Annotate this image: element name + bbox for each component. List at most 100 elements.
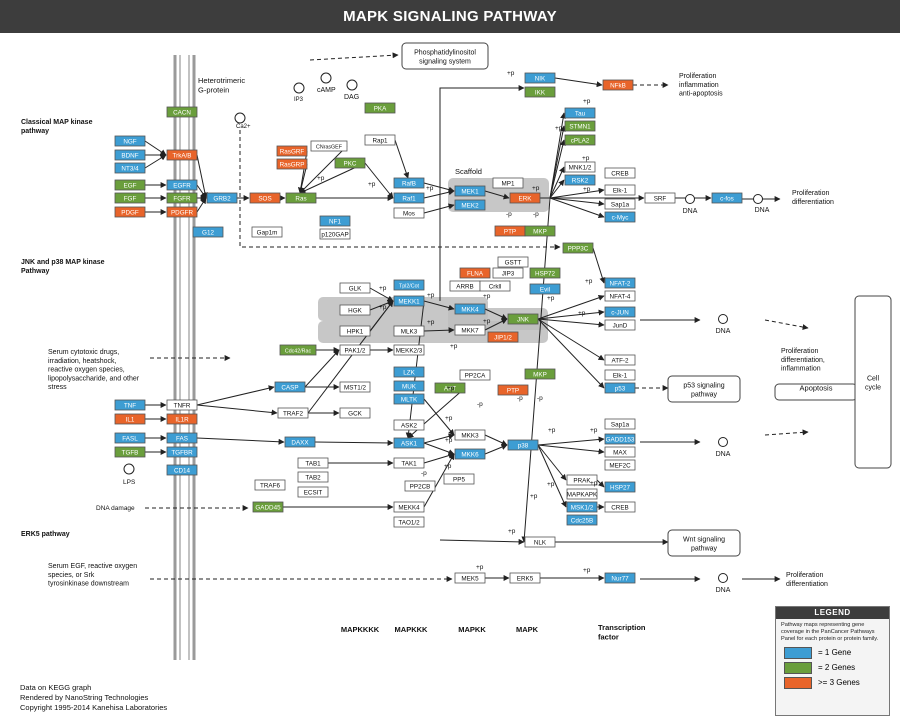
gene-node-hsp27[interactable]: HSP27 (604, 481, 636, 493)
gene-node-cmyc[interactable]: c-Myc (604, 211, 636, 223)
gene-node-tgfb[interactable]: TGFB (114, 446, 146, 458)
gene-node-p53[interactable]: p53 (604, 382, 636, 394)
gene-node-traf6[interactable]: TRAF6 (254, 479, 286, 491)
gene-node-tak1[interactable]: TAK1 (393, 457, 425, 469)
gene-node-tgfbr[interactable]: TGFBR (166, 446, 198, 458)
gene-node-grb2[interactable]: GRB2 (206, 192, 238, 204)
gene-node-tao12[interactable]: TAO1/2 (393, 516, 425, 528)
gene-node-gstt[interactable]: GSTT (497, 256, 529, 268)
gene-node-erk5[interactable]: ERK5 (509, 572, 541, 584)
gene-node-cfos[interactable]: c-fos (711, 192, 743, 204)
gene-node-crkll[interactable]: Crkll (479, 280, 511, 292)
gene-node-elk1-b[interactable]: Elk-1 (604, 369, 636, 381)
gene-node-tpl2cot[interactable]: Tpl2/Cot (393, 279, 425, 291)
gene-node-mek5[interactable]: MEK5 (454, 572, 486, 584)
gene-node-mkp-b[interactable]: MKP (524, 368, 556, 380)
gene-node-mek1[interactable]: MEK1 (454, 185, 486, 197)
gene-node-mekk23[interactable]: MEKK2/3 (393, 344, 425, 356)
gene-node-ptp-b[interactable]: PTP (497, 384, 529, 396)
gene-node-il1[interactable]: IL1 (114, 413, 146, 425)
gene-node-mst12[interactable]: MST1/2 (339, 381, 371, 393)
gene-node-mp1[interactable]: MP1 (492, 177, 524, 189)
gene-node-pka[interactable]: PKA (364, 102, 396, 114)
gene-node-glk[interactable]: GLK (339, 282, 371, 294)
gene-node-max[interactable]: MAX (604, 446, 636, 458)
gene-node-atf2[interactable]: ATF-2 (604, 354, 636, 366)
gene-node-mapkapk[interactable]: MAPKAPK (566, 488, 598, 500)
gene-node-cacn[interactable]: CACN (166, 106, 198, 118)
gene-node-erk[interactable]: ERK (509, 192, 541, 204)
gene-node-gck[interactable]: GCK (339, 407, 371, 419)
gene-node-mnk12[interactable]: MNK1/2 (564, 161, 596, 173)
gene-node-hpk1[interactable]: HPK1 (339, 325, 371, 337)
gene-node-prak[interactable]: PRAK (566, 474, 598, 486)
gene-node-cdc25b[interactable]: Cdc25B (566, 514, 598, 526)
gene-node-egf[interactable]: EGF (114, 179, 146, 191)
gene-node-cpla2[interactable]: cPLA2 (564, 134, 596, 146)
gene-node-lzk[interactable]: LZK (393, 366, 425, 378)
gene-node-nik[interactable]: NIK (524, 72, 556, 84)
gene-node-ptp-a[interactable]: PTP (494, 225, 526, 237)
gene-node-sap1a-a[interactable]: Sap1a (604, 198, 636, 210)
gene-node-rap1[interactable]: Rap1 (364, 134, 396, 146)
gene-node-ecsit[interactable]: ECSIT (297, 486, 329, 498)
gene-node-sos[interactable]: SOS (249, 192, 281, 204)
gene-node-gap1m[interactable]: Gap1m (251, 226, 283, 238)
gene-node-ikk[interactable]: IKK (524, 86, 556, 98)
gene-node-tab2[interactable]: TAB2 (297, 471, 329, 483)
gene-node-egfr[interactable]: EGFR (166, 179, 198, 191)
gene-node-nfkb[interactable]: NFkB (602, 79, 634, 91)
gene-node-mek2[interactable]: MEK2 (454, 199, 486, 211)
gene-node-mkk7[interactable]: MKK7 (454, 324, 486, 336)
gene-node-ppp3c[interactable]: PPP3C (562, 242, 594, 254)
gene-node-ngf[interactable]: NGF (114, 135, 146, 147)
gene-node-daxx[interactable]: DAXX (284, 436, 316, 448)
gene-node-jip12[interactable]: JIP1/2 (487, 331, 519, 343)
gene-node-ask1[interactable]: ASK1 (393, 437, 425, 449)
gene-node-pak12[interactable]: PAK1/2 (339, 344, 371, 356)
gene-node-fgf[interactable]: FGF (114, 192, 146, 204)
gene-node-mef2c[interactable]: MEF2C (604, 459, 636, 471)
gene-node-rsk2[interactable]: RSK2 (564, 174, 596, 186)
gene-node-il1r[interactable]: IL1R (166, 413, 198, 425)
gene-node-g12[interactable]: G12 (192, 226, 224, 238)
gene-node-rafb[interactable]: RafB (393, 177, 425, 189)
gene-node-arrb[interactable]: ARRB (449, 280, 481, 292)
gene-node-rasgrp[interactable]: RasGRP (276, 158, 308, 170)
gene-node-mkp-a[interactable]: MKP (524, 225, 556, 237)
gene-node-jnk[interactable]: JNK (507, 313, 539, 325)
gene-node-jip3[interactable]: JIP3 (492, 267, 524, 279)
gene-node-creb-a[interactable]: CREB (604, 167, 636, 179)
gene-node-tab1[interactable]: TAB1 (297, 457, 329, 469)
gene-node-bdnf[interactable]: BDNF (114, 149, 146, 161)
gene-node-tnfr[interactable]: TNFR (166, 399, 198, 411)
gene-node-pdgfr[interactable]: PDGFR (166, 206, 198, 218)
gene-node-nur77[interactable]: Nur77 (604, 572, 636, 584)
gene-node-muk[interactable]: MUK (393, 380, 425, 392)
gene-node-flna[interactable]: FLNA (459, 267, 491, 279)
gene-node-evil[interactable]: Evil (529, 283, 561, 295)
gene-node-mos[interactable]: Mos (393, 207, 425, 219)
gene-node-rasgrf[interactable]: RasGRF (276, 145, 308, 157)
gene-node-sap1a-b[interactable]: Sap1a (604, 418, 636, 430)
gene-node-cd14[interactable]: CD14 (166, 464, 198, 476)
gene-node-fasl[interactable]: FASL (114, 432, 146, 444)
gene-node-cnrasgef[interactable]: CNrasGEF (310, 140, 348, 152)
gene-node-trkab[interactable]: TrkA/B (166, 149, 198, 161)
gene-node-gadd153[interactable]: GADD153 (604, 433, 636, 445)
gene-node-pp5[interactable]: PP5 (443, 473, 475, 485)
gene-node-p120gap[interactable]: p120GAP (319, 228, 351, 240)
gene-node-pdgf[interactable]: PDGF (114, 206, 146, 218)
gene-node-mlk3[interactable]: MLK3 (393, 325, 425, 337)
gene-node-mekk1[interactable]: MEKK1 (393, 295, 425, 307)
gene-node-creb-b[interactable]: CREB (604, 501, 636, 513)
gene-node-fas[interactable]: FAS (166, 432, 198, 444)
gene-node-mekk4[interactable]: MEKK4 (393, 501, 425, 513)
gene-node-cdc42rac[interactable]: Cdc42/Rac (279, 344, 317, 356)
gene-node-pp2cb[interactable]: PP2CB (404, 480, 436, 492)
gene-node-mltk[interactable]: MLTK (393, 393, 425, 405)
gene-node-akt[interactable]: AKT (434, 382, 466, 394)
gene-node-nf1[interactable]: NF1 (319, 215, 351, 227)
gene-node-traf2[interactable]: TRAF2 (277, 407, 309, 419)
gene-node-mkk6[interactable]: MKK6 (454, 448, 486, 460)
